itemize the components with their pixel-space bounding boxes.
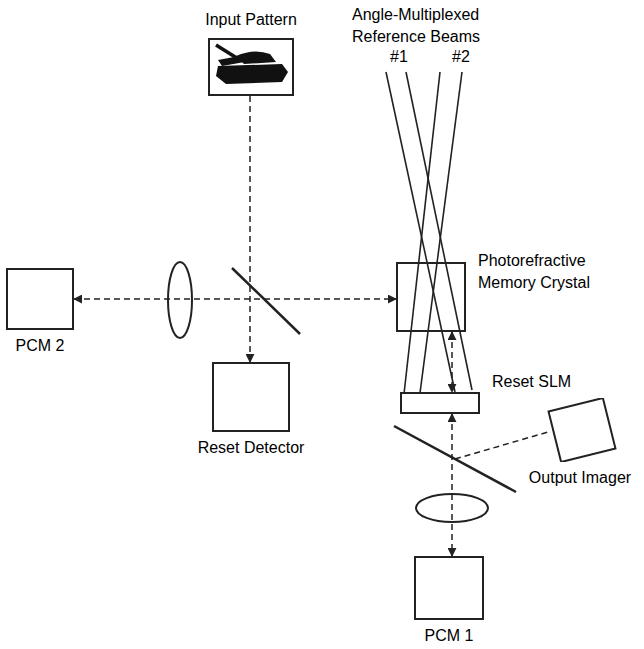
node-label: Input Pattern	[205, 10, 297, 30]
beam-path	[249, 96, 251, 362]
beam-title: Angle-Multiplexed Reference Beams	[352, 4, 522, 48]
beam-path	[455, 432, 548, 459]
pcm-box: PCM 1	[414, 556, 484, 620]
node-label: Photorefractive Memory Crystal	[478, 250, 600, 294]
reset-detector: Reset Detector	[212, 362, 290, 432]
beam-path	[451, 332, 453, 392]
beamsplitter	[232, 268, 300, 334]
node-label: Reset SLM	[492, 372, 571, 392]
beam-number: #2	[452, 46, 470, 68]
output-imager: Output Imager	[546, 398, 618, 462]
node-label: Output Imager	[529, 468, 631, 488]
tank-illustration	[210, 40, 292, 94]
beam-path	[74, 298, 396, 300]
reset-slm: Reset SLM	[400, 392, 480, 414]
lens	[168, 262, 192, 338]
input-pattern-box: Input Pattern	[208, 38, 294, 96]
reference-beams	[386, 72, 472, 394]
beam-path	[451, 414, 453, 556]
pcm-box: PCM 2	[6, 268, 74, 330]
node-label: PCM 2	[16, 336, 65, 356]
memory-crystal: Photorefractive Memory Crystal	[396, 262, 466, 332]
node-label: Reset Detector	[198, 438, 305, 458]
node-label: PCM 1	[425, 626, 474, 646]
beam-number: #1	[390, 46, 408, 68]
output-imager-box	[546, 398, 618, 462]
